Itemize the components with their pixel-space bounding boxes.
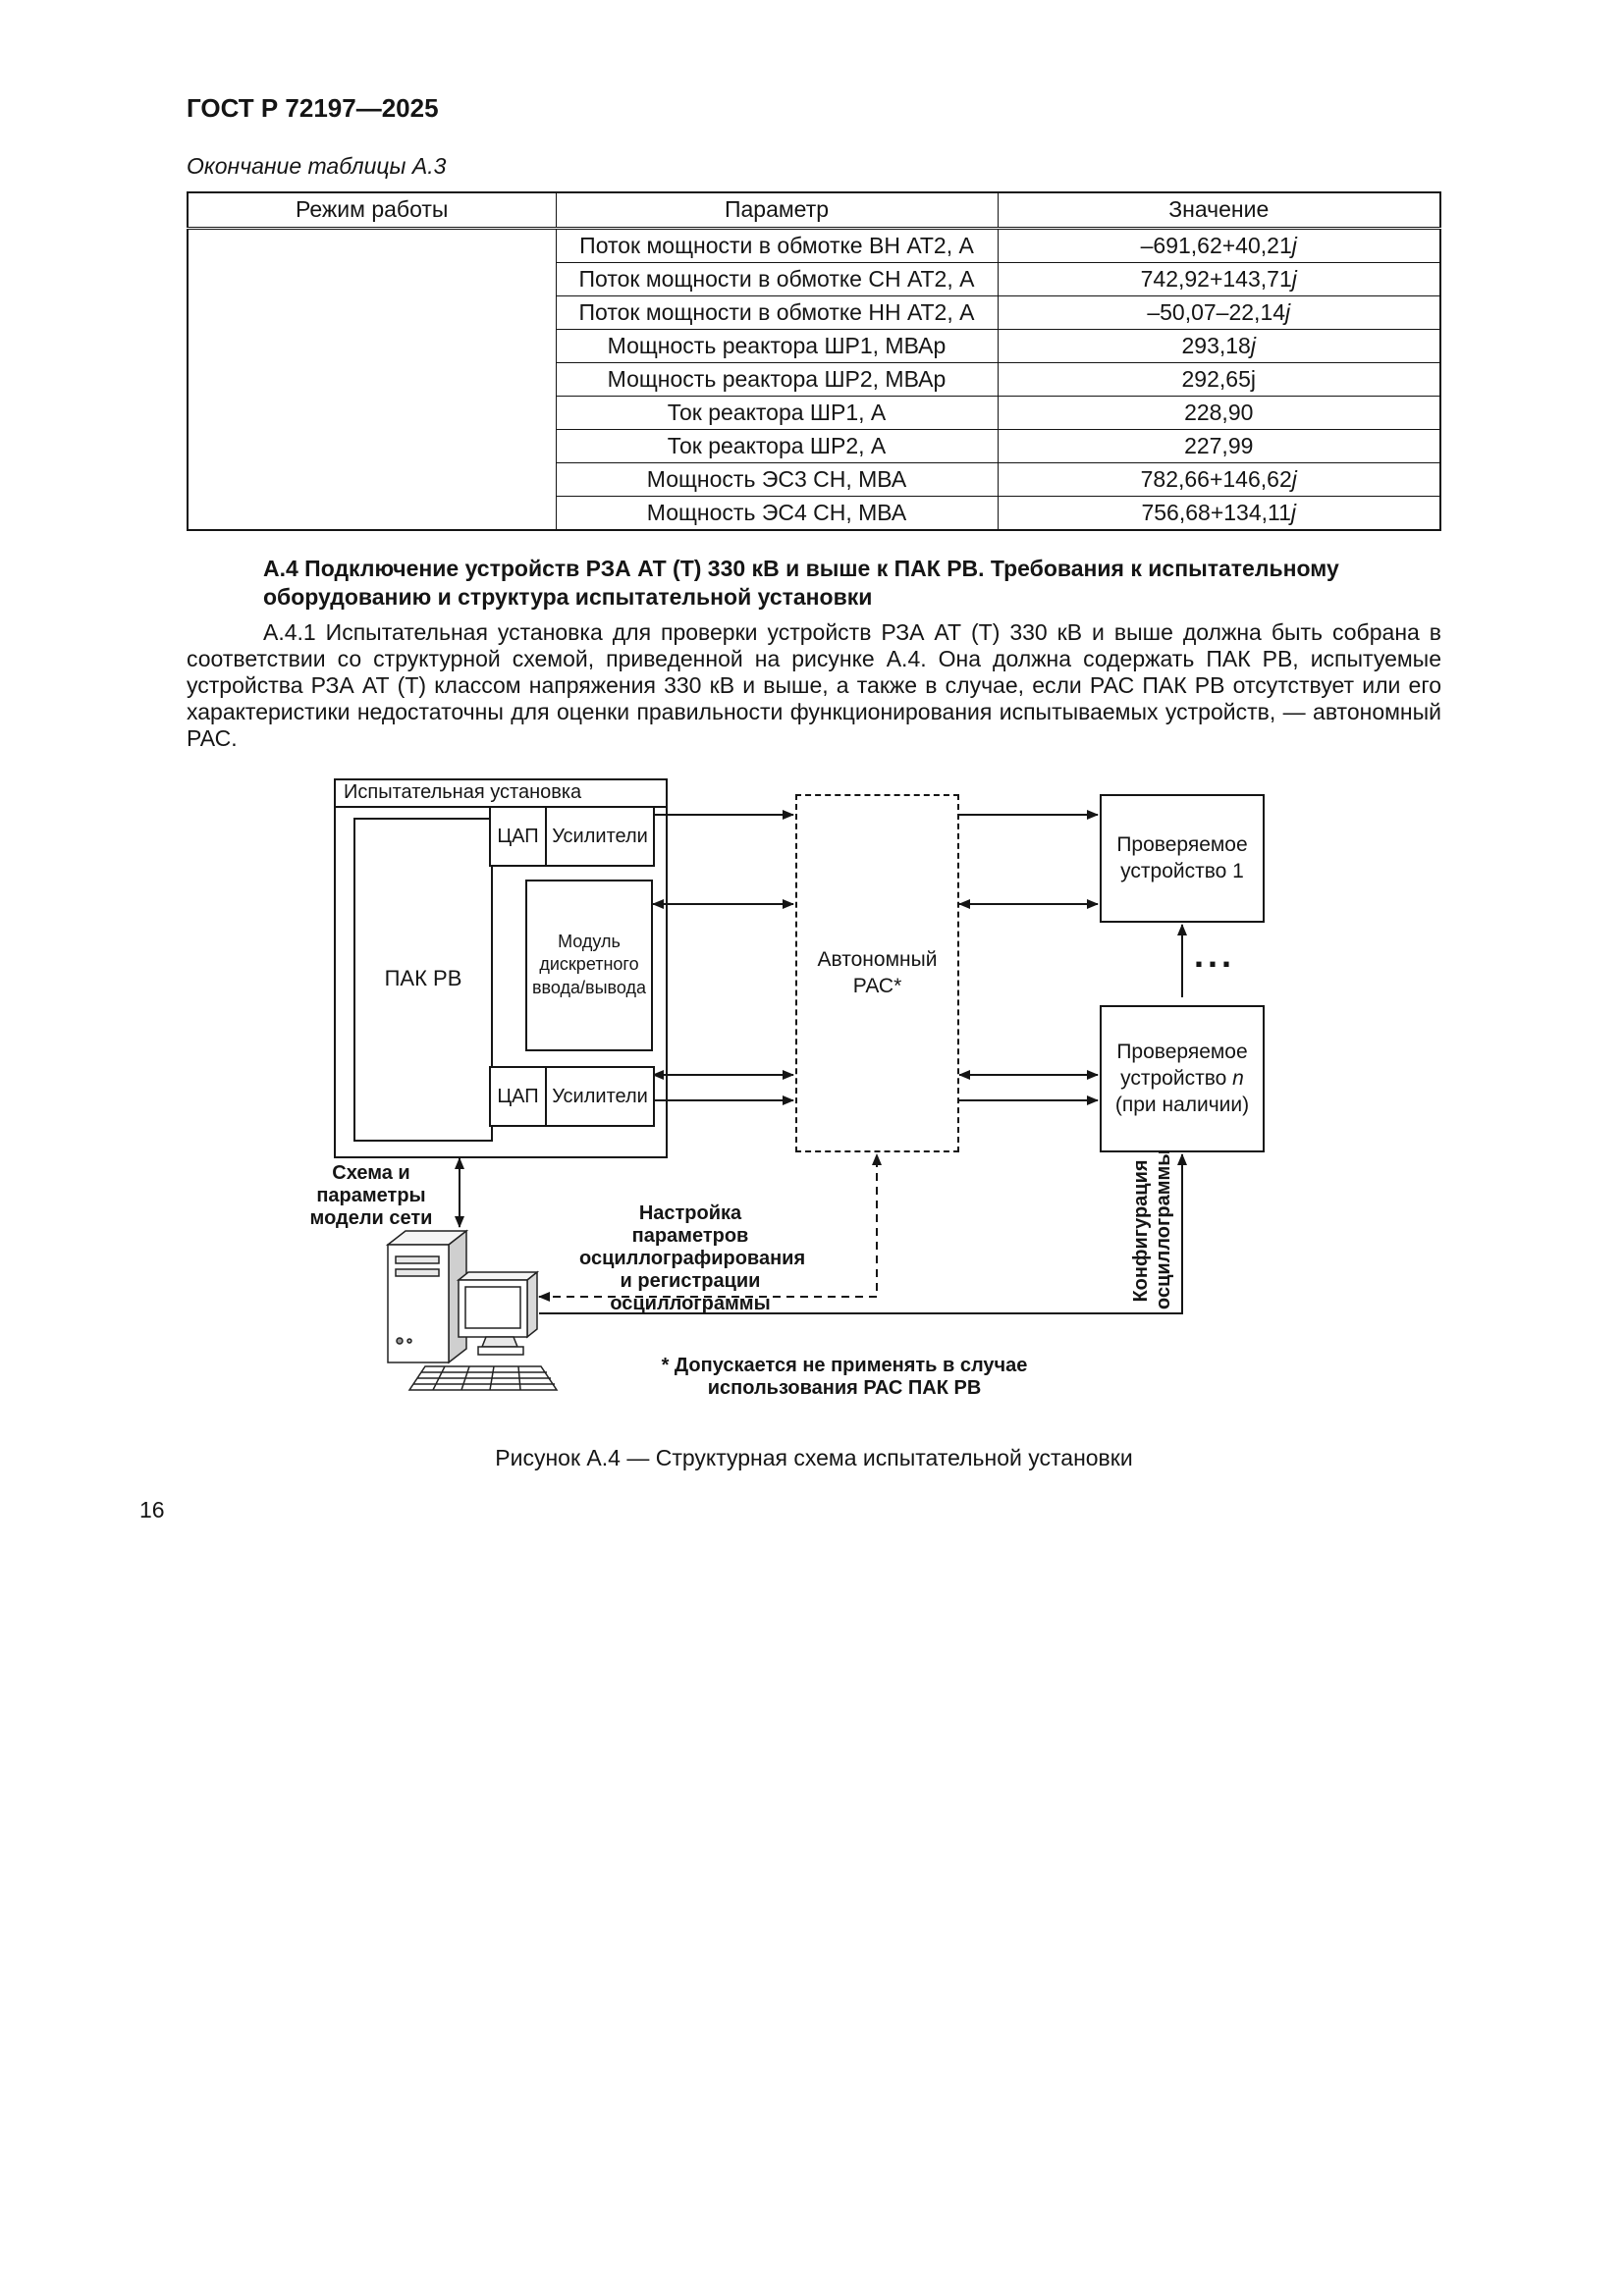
io-module-box: Модуль дискретного ввода/вывода <box>525 879 653 1051</box>
diagram-arrows <box>455 809 1187 1314</box>
computer-icon <box>385 1228 559 1391</box>
devices-ellipsis: ... <box>1194 934 1236 975</box>
device-n-label: Проверяемое устройство n (при наличии) <box>1114 1040 1250 1117</box>
mode-merged-cell <box>187 227 557 530</box>
param-cell: Ток реактора ШР1, А <box>555 395 999 430</box>
figure-footnote: * Допускается не применять в случае испо… <box>661 1354 1028 1399</box>
device-n-variable: n <box>1232 1066 1244 1090</box>
table-header-row: Режим работы Параметр Значение <box>187 191 1441 230</box>
device-n-box: Проверяемое устройство n (при наличии) <box>1100 1004 1265 1152</box>
test-installation-label: Испытательная установка <box>336 779 666 808</box>
value-cell: 782,66+146,62j <box>997 461 1441 497</box>
table-row: Поток мощности в обмотке СН АТ2, А 742,9… <box>188 261 1441 296</box>
param-cell: Мощность ЭС3 СН, МВА <box>555 461 999 497</box>
page-number: 16 <box>139 1496 165 1522</box>
param-cell: Поток мощности в обмотке СН АТ2, А <box>555 261 999 296</box>
table-row: Поток мощности в обмотке НН АТ2, А –50,0… <box>188 294 1441 330</box>
table-row: Ток реактора ШР1, А 228,90 <box>188 395 1441 430</box>
param-cell: Ток реактора ШР2, А <box>555 428 999 463</box>
test-installation-box: Испытательная установка <box>334 777 668 1158</box>
section-heading: А.4 Подключение устройств РЗА АТ (Т) 330… <box>263 555 1339 610</box>
dac-top-box: ЦАП <box>489 805 547 867</box>
param-cell: Мощность реактора ШР1, МВАр <box>555 328 999 363</box>
table-row: Мощность ЭС4 СН, МВА 756,68+134,11j <box>188 495 1441 530</box>
table-a3: Режим работы Параметр Значение Поток мощ… <box>187 191 1441 531</box>
table-row: Поток мощности в обмотке ВН АТ2, А –691,… <box>187 227 1441 530</box>
table-row: Ток реактора ШР2, А 227,99 <box>188 428 1441 463</box>
param-cell: Поток мощности в обмотке НН АТ2, А <box>555 294 999 330</box>
table-row: Мощность реактора ШР1, МВАр 293,18j <box>188 328 1441 363</box>
amplifiers-top-box: Усилители <box>545 805 655 867</box>
osc-settings-label: Настройка параметров осциллографирования… <box>579 1201 806 1314</box>
figure-caption: Рисунок А.4 — Структурная схема испытате… <box>495 1444 1133 1470</box>
section-paragraph: А.4.1 Испытательная установка для провер… <box>187 618 1441 751</box>
autonomous-ras-box: Автономный РАС* <box>795 793 959 1152</box>
param-cell: Поток мощности в обмотке ВН АТ2, А <box>555 227 999 263</box>
dac-bottom-box: ЦАП <box>489 1065 547 1127</box>
value-cell: –691,62+40,21j <box>997 227 1441 263</box>
document-header: ГОСТ Р 72197—2025 <box>187 93 439 123</box>
table-row: Мощность ЭС3 СН, МВА 782,66+146,62j <box>188 461 1441 497</box>
figure-diagram: Испытательная установка ПАК РВ ЦАП Усили… <box>0 774 1624 1421</box>
column-header-param: Параметр <box>555 191 999 230</box>
osc-config-label: Конфигурация осциллограммы <box>1130 1148 1174 1309</box>
column-header-value: Значение <box>997 191 1441 230</box>
value-cell: 293,18j <box>997 328 1441 363</box>
table-row: Мощность реактора ШР2, МВАр 292,65j <box>188 361 1441 397</box>
value-cell: 228,90 <box>997 395 1441 430</box>
param-cell: Мощность ЭС4 СН, МВА <box>555 495 999 530</box>
column-header-mode: Режим работы <box>187 191 557 230</box>
pak-rv-box: ПАК РВ <box>353 817 493 1142</box>
value-cell: –50,07–22,14j <box>997 294 1441 330</box>
network-model-label: Схема и параметры модели сети <box>309 1161 433 1229</box>
value-cell: 756,68+134,11j <box>997 495 1441 530</box>
value-cell: 292,65j <box>997 361 1441 397</box>
value-cell: 742,92+143,71j <box>997 261 1441 296</box>
device-1-box: Проверяемое устройство 1 <box>1100 793 1265 923</box>
param-cell: Мощность реактора ШР2, МВАр <box>555 361 999 397</box>
amplifiers-bottom-box: Усилители <box>545 1065 655 1127</box>
value-cell: 227,99 <box>997 428 1441 463</box>
table-continuation-caption: Окончание таблицы А.3 <box>187 153 447 179</box>
